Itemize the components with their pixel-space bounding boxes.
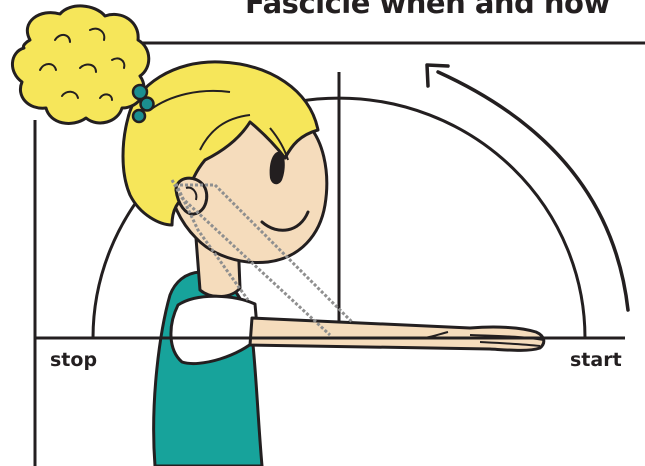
- start-label: start: [570, 349, 622, 371]
- arm: [250, 318, 544, 350]
- hair-bun: [12, 6, 148, 124]
- stop-label: stop: [50, 349, 97, 371]
- curved-arrow-icon: [427, 65, 628, 310]
